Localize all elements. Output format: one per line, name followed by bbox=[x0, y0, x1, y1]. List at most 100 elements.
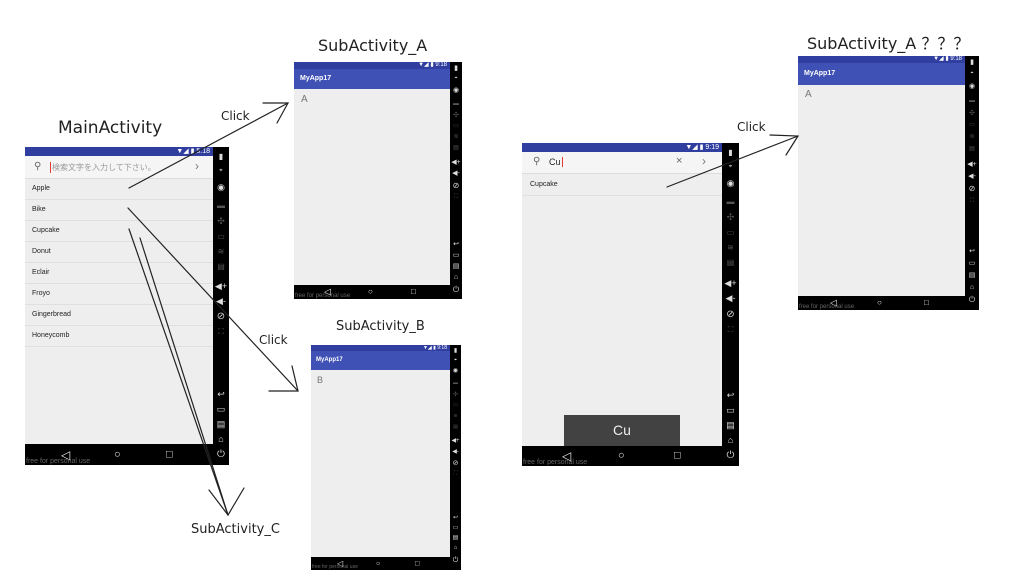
gps-icon[interactable]: ⌖ bbox=[454, 75, 458, 81]
rotate-icon[interactable]: ⊘ bbox=[216, 311, 226, 322]
rotate-icon[interactable]: ⊘ bbox=[968, 184, 976, 193]
fullscreen-icon[interactable]: ⛶ bbox=[218, 327, 224, 336]
gps-icon[interactable]: ⌖ bbox=[970, 70, 974, 76]
clear-icon[interactable]: × bbox=[676, 155, 683, 167]
battery-icon[interactable]: ▮ bbox=[728, 148, 733, 157]
list-item-cupcake[interactable]: Cupcake bbox=[25, 221, 213, 242]
search-submit-button[interactable]: › bbox=[702, 154, 706, 168]
menu-icon[interactable]: ⌂ bbox=[453, 545, 458, 551]
volume-down-icon[interactable]: ◀- bbox=[968, 173, 976, 180]
back-icon[interactable]: ↩ bbox=[969, 248, 975, 255]
home-icon[interactable]: ○ bbox=[376, 560, 381, 567]
sms-icon[interactable]: ▭ bbox=[217, 232, 225, 241]
volume-up-icon[interactable]: ◀+ bbox=[967, 161, 977, 168]
power-icon[interactable]: ⏻ bbox=[726, 450, 735, 461]
list-item-gingerbread[interactable]: Gingerbread bbox=[25, 305, 213, 326]
network-icon[interactable]: ≋ bbox=[217, 247, 225, 256]
volume-down-icon[interactable]: ◀- bbox=[452, 170, 460, 177]
rotate-icon[interactable]: ⊘ bbox=[452, 181, 460, 190]
list-item-cupcake[interactable]: Cupcake bbox=[522, 174, 722, 196]
fullscreen-icon[interactable]: ⛶ bbox=[969, 198, 975, 204]
network-icon[interactable]: ≋ bbox=[453, 413, 458, 419]
volume-down-icon[interactable]: ◀- bbox=[725, 293, 736, 303]
recent-apps-icon[interactable]: ▤ bbox=[452, 263, 460, 270]
recent-apps-icon[interactable]: ▤ bbox=[726, 420, 735, 430]
camera-icon[interactable]: ◉ bbox=[217, 182, 225, 192]
dpad-icon[interactable]: ✣ bbox=[452, 392, 459, 398]
sms-icon[interactable]: ▭ bbox=[453, 402, 458, 408]
search-input[interactable]: 検索文字を入力して下さい。 bbox=[50, 162, 156, 173]
recent-apps-icon[interactable]: ▤ bbox=[216, 419, 226, 429]
back-icon[interactable]: ↩ bbox=[452, 515, 459, 521]
home-icon[interactable]: ▭ bbox=[726, 405, 735, 415]
rotate-icon[interactable]: ⊘ bbox=[726, 309, 735, 320]
back-icon[interactable]: ↩ bbox=[726, 390, 735, 400]
menu-icon[interactable]: ⌂ bbox=[453, 274, 459, 281]
volume-up-icon[interactable]: ◀+ bbox=[451, 159, 461, 166]
back-icon[interactable]: ◁ bbox=[337, 558, 344, 568]
keyboard-icon[interactable]: ▤ bbox=[217, 262, 225, 271]
battery-icon[interactable]: ▮ bbox=[218, 152, 224, 161]
back-icon[interactable]: ↩ bbox=[217, 389, 225, 399]
list-item-bike[interactable]: Bike bbox=[25, 200, 213, 221]
home-icon[interactable]: ▭ bbox=[452, 525, 459, 531]
gps-icon[interactable]: ⌖ bbox=[728, 164, 733, 170]
search-submit-button[interactable]: › bbox=[195, 159, 199, 173]
list-item-apple[interactable]: Apple bbox=[25, 179, 213, 200]
home-icon[interactable]: ▭ bbox=[968, 260, 976, 267]
recent-apps-icon[interactable]: □ bbox=[411, 287, 416, 296]
fullscreen-icon[interactable]: ⛶ bbox=[727, 325, 734, 334]
gps-icon[interactable]: ⌖ bbox=[454, 357, 457, 363]
power-icon[interactable]: ⏻ bbox=[452, 557, 459, 564]
network-icon[interactable]: ≋ bbox=[453, 134, 459, 140]
sensor-icon[interactable]: ▬ bbox=[969, 98, 975, 104]
recent-apps-icon[interactable]: □ bbox=[166, 448, 173, 460]
keyboard-icon[interactable]: ▤ bbox=[726, 258, 735, 267]
rotate-icon[interactable]: ⊘ bbox=[452, 460, 459, 467]
menu-icon[interactable]: ⌂ bbox=[969, 284, 975, 291]
home-icon[interactable]: ▭ bbox=[216, 404, 226, 414]
power-icon[interactable]: ⏻ bbox=[968, 295, 976, 304]
recent-apps-icon[interactable]: □ bbox=[674, 449, 681, 462]
dpad-icon[interactable]: ✣ bbox=[726, 212, 735, 222]
list-item-eclair[interactable]: Eclair bbox=[25, 263, 213, 284]
recent-apps-icon[interactable]: □ bbox=[924, 298, 929, 307]
list-item-donut[interactable]: Donut bbox=[25, 242, 213, 263]
sensor-icon[interactable]: ▬ bbox=[453, 101, 459, 107]
sensor-icon[interactable]: ▬ bbox=[217, 201, 225, 210]
back-icon[interactable]: ◁ bbox=[830, 297, 837, 308]
fullscreen-icon[interactable]: ⛶ bbox=[453, 470, 458, 476]
camera-icon[interactable]: ◉ bbox=[968, 83, 976, 90]
search-bar[interactable]: ⚲ 検索文字を入力して下さい。 › bbox=[25, 156, 213, 179]
camera-icon[interactable]: ◉ bbox=[452, 368, 459, 374]
network-icon[interactable]: ≋ bbox=[727, 243, 734, 252]
sms-icon[interactable]: ▭ bbox=[969, 122, 975, 128]
keyboard-icon[interactable]: ▤ bbox=[453, 424, 458, 430]
sms-icon[interactable]: ▭ bbox=[453, 123, 459, 129]
search-bar[interactable]: ⚲ Cu × › bbox=[522, 152, 722, 174]
camera-icon[interactable]: ◉ bbox=[726, 178, 735, 188]
recent-apps-icon[interactable]: □ bbox=[415, 560, 420, 567]
sensor-icon[interactable]: ▬ bbox=[453, 380, 458, 386]
back-icon[interactable]: ◁ bbox=[562, 449, 572, 463]
list-item-honeycomb[interactable]: Honeycomb bbox=[25, 326, 213, 347]
battery-icon[interactable]: ▮ bbox=[970, 59, 974, 66]
keyboard-icon[interactable]: ▤ bbox=[453, 145, 459, 151]
home-icon[interactable]: ○ bbox=[114, 448, 121, 460]
back-icon[interactable]: ◁ bbox=[61, 447, 71, 462]
search-input[interactable]: Cu bbox=[549, 157, 563, 167]
power-icon[interactable]: ⏻ bbox=[452, 285, 460, 294]
fullscreen-icon[interactable]: ⛶ bbox=[453, 194, 459, 200]
volume-down-icon[interactable]: ◀- bbox=[452, 449, 459, 455]
back-icon[interactable]: ↩ bbox=[453, 241, 459, 248]
dpad-icon[interactable]: ✣ bbox=[217, 216, 225, 226]
list-item-froyo[interactable]: Froyo bbox=[25, 284, 213, 305]
dpad-icon[interactable]: ✣ bbox=[969, 110, 975, 117]
home-icon[interactable]: ○ bbox=[877, 298, 882, 307]
volume-up-icon[interactable]: ◀+ bbox=[214, 281, 228, 291]
battery-icon[interactable]: ▮ bbox=[453, 348, 458, 354]
recent-apps-icon[interactable]: ▤ bbox=[452, 535, 459, 541]
volume-up-icon[interactable]: ◀+ bbox=[724, 278, 737, 288]
home-icon[interactable]: ▭ bbox=[452, 252, 460, 259]
recent-apps-icon[interactable]: ▤ bbox=[968, 272, 976, 279]
